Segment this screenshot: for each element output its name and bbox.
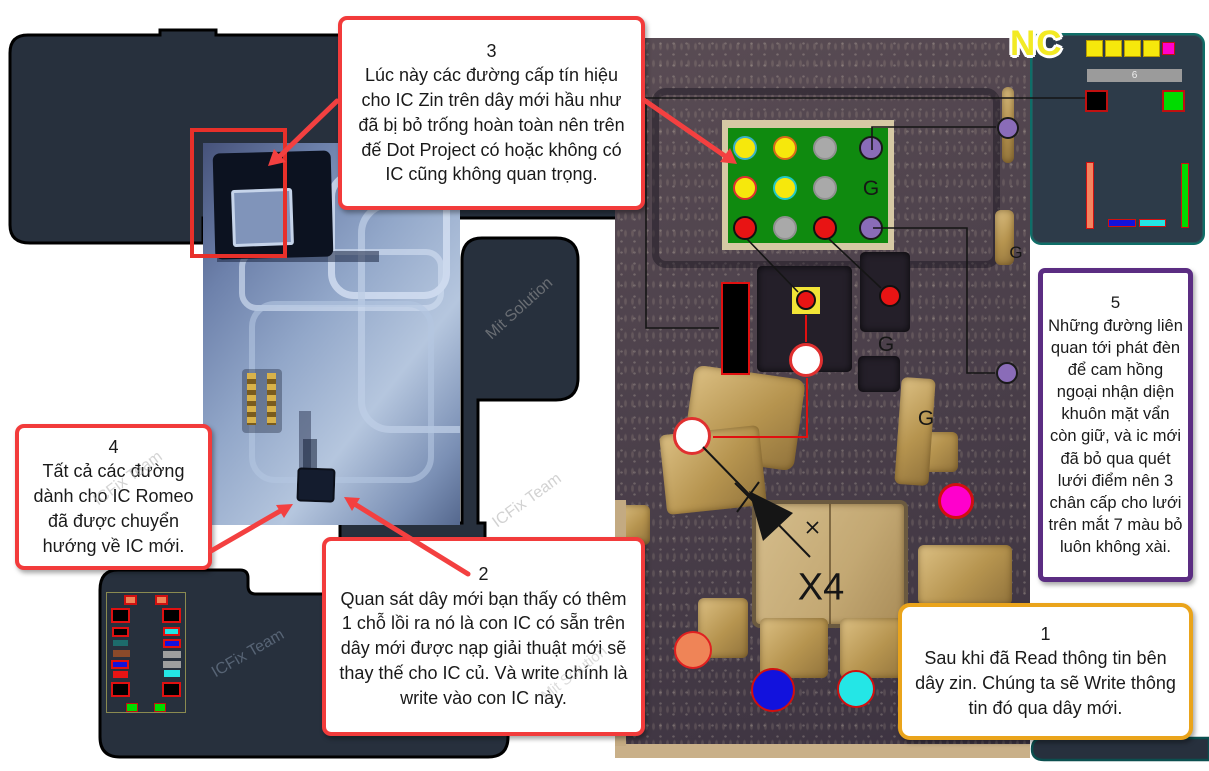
test-point-cyan <box>837 670 875 708</box>
ic-pad-purple <box>859 216 883 240</box>
pin-black <box>111 608 130 623</box>
nc-green-vbar <box>1181 163 1189 228</box>
test-point-red <box>796 290 816 310</box>
pin-orange <box>124 595 137 605</box>
nc-yellow-square <box>1086 40 1103 57</box>
silhouette-bottom-right-bar <box>1030 736 1209 762</box>
ground-label: G <box>862 177 880 200</box>
x4-label: X4 <box>797 566 845 609</box>
pin-gray <box>163 661 181 668</box>
red-highlight-rect <box>190 128 287 258</box>
gold-pad <box>918 545 1012 605</box>
test-point-white <box>789 343 823 377</box>
test-point-white <box>673 417 711 455</box>
pin-green <box>126 703 138 712</box>
pin-black <box>111 682 130 697</box>
callout-1: 1 Sau khi đã Read thông tin bên dây zin.… <box>898 603 1193 740</box>
connector-pin <box>267 373 276 425</box>
pin-black-small <box>112 627 129 637</box>
flex-new-ic <box>296 467 336 503</box>
ground-label: G <box>1009 243 1023 262</box>
pin-blue <box>163 639 181 648</box>
callout-number: 3 <box>486 40 497 61</box>
gold-ic-split-line <box>829 504 831 624</box>
nc-green-square <box>1162 90 1185 112</box>
nc-yellow-square <box>1143 40 1160 57</box>
nc-cyan-hbar <box>1139 219 1166 227</box>
silhouette-mid-right <box>338 236 580 550</box>
callout-text: Lúc này các đường cấp tín hiệu cho IC Zi… <box>358 65 625 185</box>
ic-pad-gray <box>813 176 837 200</box>
test-point-blue <box>751 668 795 712</box>
pinout-diagram-frame <box>106 592 186 713</box>
pin-blue <box>111 660 129 669</box>
ic-pad-yellow <box>773 136 797 160</box>
callout-text: Tất cả các đường dành cho IC Romeo đã đư… <box>33 461 194 556</box>
connector-pin <box>247 373 256 425</box>
ic-pad-red <box>733 216 757 240</box>
test-point-purple <box>997 117 1019 139</box>
pin-teal <box>113 640 128 646</box>
gold-pad <box>840 618 908 678</box>
pin-cyan <box>164 670 180 677</box>
pin-orange <box>155 595 168 605</box>
ic-pad-red <box>813 216 837 240</box>
ic-pad-yellow <box>773 176 797 200</box>
callout-number: 1 <box>1040 624 1051 645</box>
ground-label: G <box>917 407 935 430</box>
callout-number: 4 <box>108 437 119 458</box>
callout-5: 5 Những đường liên quan tới phát đèn để … <box>1038 268 1193 582</box>
callout-2: 2 Quan sát dây mới bạn thấy có thêm 1 ch… <box>322 537 645 736</box>
nc-magenta-square <box>1162 42 1175 55</box>
pin-gray <box>163 651 181 658</box>
test-point-orange <box>674 631 712 669</box>
test-point-magenta <box>938 483 974 519</box>
flex-new-ic-neck <box>303 439 317 471</box>
callout-4: 4 Tất cả các đường dành cho IC Romeo đã … <box>15 424 212 570</box>
ic-pad-yellow <box>733 176 757 200</box>
ground-label: G <box>877 333 895 356</box>
pin-cyan <box>163 627 180 636</box>
test-point-purple <box>996 362 1018 384</box>
black-rect-marker <box>721 282 750 375</box>
ic-pad-gray <box>813 136 837 160</box>
pin-black <box>162 682 181 697</box>
nc-salmon-vbar <box>1086 162 1094 229</box>
callout-text: Sau khi đã Read thông tin bên dây zin. C… <box>915 648 1176 719</box>
callout-number: 5 <box>1110 292 1121 312</box>
callout-number: 2 <box>478 564 489 585</box>
nc-black-square <box>1085 90 1108 112</box>
callout-text: Những đường liên quan tới phát đèn để ca… <box>1048 316 1183 556</box>
ic-pad-yellow <box>733 136 757 160</box>
callout-3: 3 Lúc này các đường cấp tín hiệu cho IC … <box>338 16 645 210</box>
nc-yellow-square <box>1124 40 1141 57</box>
nc-gray-bar: 6 <box>1087 69 1182 82</box>
nc-title: NC <box>1010 24 1063 63</box>
pin-green <box>154 703 166 712</box>
pin-black <box>162 608 181 623</box>
nc-status-panel <box>1030 33 1205 245</box>
test-point-red <box>879 285 901 307</box>
ic-pad-gray <box>773 216 797 240</box>
component-block <box>858 356 900 392</box>
photo-edge-tan <box>615 744 1030 758</box>
callout-text: Quan sát dây mới bạn thấy có thêm 1 chỗ … <box>339 588 628 708</box>
nc-yellow-square <box>1105 40 1122 57</box>
nc-blue-hbar <box>1108 219 1136 227</box>
ic-pad-purple <box>859 136 883 160</box>
pin-brown <box>113 650 130 657</box>
pin-red <box>113 671 128 678</box>
